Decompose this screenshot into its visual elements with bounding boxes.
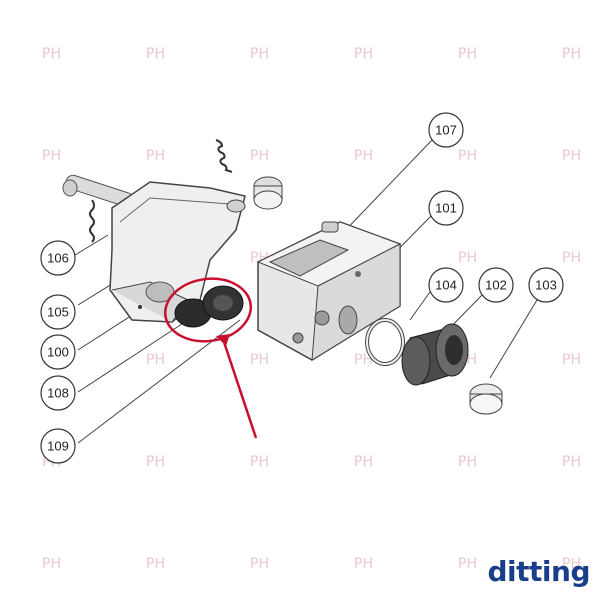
watermark-mark: PH <box>562 454 581 470</box>
part-106-spring-lever <box>62 174 134 243</box>
callout-104: 104 <box>428 267 464 303</box>
callout-circle <box>428 267 464 303</box>
callout-102: 102 <box>478 267 514 303</box>
callout-108: 108 <box>40 375 76 411</box>
leader-107 <box>337 139 433 239</box>
callout-circle <box>428 190 464 226</box>
watermark-mark: PH <box>250 556 269 572</box>
watermark-mark: PH <box>562 148 581 164</box>
watermark-mark: PH <box>458 454 477 470</box>
part-108-109-discs <box>174 285 244 328</box>
watermark-mark: PH <box>562 46 581 62</box>
watermark-mark: PH <box>354 46 373 62</box>
part-101-main-body <box>256 221 402 361</box>
callout-circle <box>40 375 76 411</box>
callout-100: 100 <box>40 334 76 370</box>
watermark-mark: PH <box>250 454 269 470</box>
part-102-sleeve <box>401 323 469 386</box>
callout-103: 103 <box>528 267 564 303</box>
leader-103 <box>489 294 541 379</box>
callout-106: 106 <box>40 240 76 276</box>
watermark-mark: PH <box>354 148 373 164</box>
callout-label: 103 <box>535 278 557 293</box>
watermark-mark: PH <box>146 556 165 572</box>
callout-circle <box>40 294 76 330</box>
watermark-mark: PH <box>562 556 581 572</box>
watermark-mark: PH <box>562 250 581 266</box>
callout-circle <box>40 428 76 464</box>
watermark-mark: PH <box>458 556 477 572</box>
part-100-dosing-housing <box>109 181 246 323</box>
watermark-mark: PH <box>250 352 269 368</box>
watermark-mark: PH <box>146 454 165 470</box>
ditting-logo: ditting <box>487 555 591 588</box>
callout-circle <box>478 267 514 303</box>
callout-label: 104 <box>435 278 457 293</box>
watermark-mark: PH <box>146 46 165 62</box>
callout-109: 109 <box>40 428 76 464</box>
watermark-mark: PH <box>250 148 269 164</box>
callout-circle <box>40 334 76 370</box>
callout-label: 105 <box>47 305 69 320</box>
callout-107: 107 <box>428 112 464 148</box>
callout-circle <box>428 112 464 148</box>
watermark-mark: PH <box>42 148 61 164</box>
callout-circle <box>40 240 76 276</box>
watermark-mark: PH <box>42 46 61 62</box>
callout-label: 109 <box>47 439 69 454</box>
callout-label: 107 <box>435 123 457 138</box>
watermark-mark: PH <box>146 352 165 368</box>
leader-104 <box>409 291 431 321</box>
watermark-mark: PH <box>354 556 373 572</box>
watermark-mark: PH <box>250 46 269 62</box>
callout-label: 106 <box>47 251 69 266</box>
part-103-ring <box>469 383 503 415</box>
watermark-mark: PH <box>458 250 477 266</box>
part-104-o-ring <box>365 318 405 366</box>
part-105-bushing <box>226 176 283 213</box>
callout-circle <box>528 267 564 303</box>
watermark-mark: PH <box>146 148 165 164</box>
callout-label: 100 <box>47 345 69 360</box>
watermark-mark: PH <box>42 556 61 572</box>
leader-108 <box>77 319 189 393</box>
callout-105: 105 <box>40 294 76 330</box>
callout-label: 101 <box>435 201 457 216</box>
callout-101: 101 <box>428 190 464 226</box>
part-spring-top <box>215 139 233 173</box>
callout-label: 108 <box>47 386 69 401</box>
watermark-mark: PH <box>354 352 373 368</box>
watermark-mark: PH <box>354 454 373 470</box>
callout-label: 102 <box>485 278 507 293</box>
highlight-marker <box>163 277 258 439</box>
watermark-mark: PH <box>562 352 581 368</box>
watermark-mark: PH <box>458 46 477 62</box>
leader-106 <box>74 234 109 256</box>
watermark-mark: PH <box>458 148 477 164</box>
callout-labels: 107 101 104 102 103 106 105 100 108 109 <box>40 112 564 464</box>
